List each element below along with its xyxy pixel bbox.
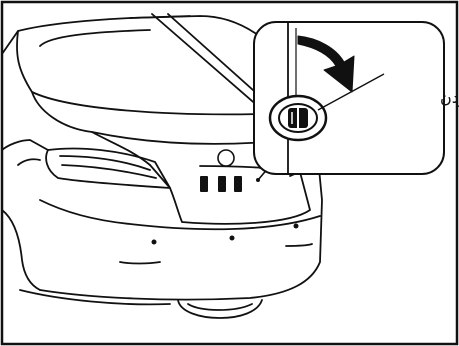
trunk-opener-switch	[270, 96, 326, 140]
emblem	[218, 150, 234, 166]
plate-lamp-2	[218, 176, 226, 192]
callout-frame	[254, 22, 444, 174]
left-reflector	[120, 262, 160, 264]
bumper-bottom	[20, 290, 170, 304]
sensor-center	[230, 236, 235, 241]
rear-window-lower-edge	[17, 31, 262, 114]
left-body-edge	[2, 140, 48, 150]
left-body-contour	[18, 159, 40, 165]
rear-wheel-inner	[188, 304, 252, 310]
callout-box: باز کردن	[254, 22, 459, 174]
sensor-left	[152, 240, 157, 245]
right-reflector	[286, 244, 312, 246]
roof-line-right	[130, 16, 262, 38]
callout-label: باز کردن	[440, 88, 459, 108]
plate-lamp-1	[200, 176, 208, 192]
plate-lamp-3	[234, 176, 242, 192]
window-inner-line	[40, 30, 150, 46]
sensor-right	[294, 224, 299, 229]
rear-wheel	[178, 300, 262, 318]
left-wheel-arch	[2, 210, 40, 290]
